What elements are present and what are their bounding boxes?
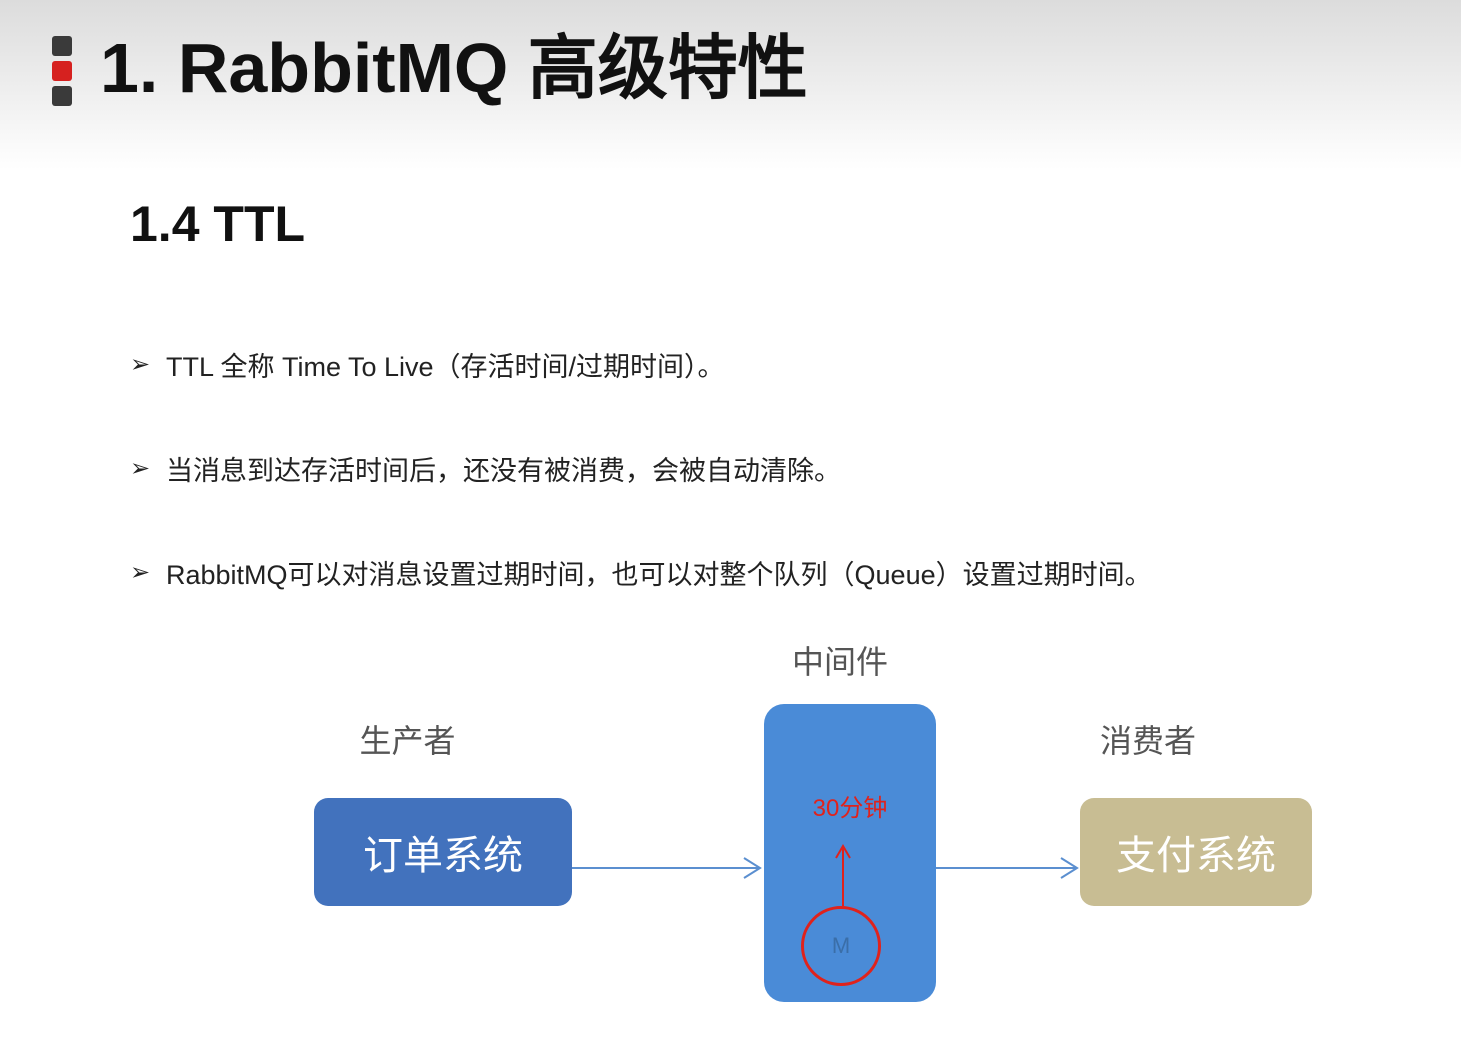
section-title: 1.4 TTL <box>130 196 306 252</box>
message-label: M <box>831 933 851 958</box>
bullet-arrow-icon: ➢ <box>130 558 151 586</box>
consumer-label: 消费者 <box>1099 723 1196 759</box>
middleware-label: 中间件 <box>791 644 888 680</box>
order-system-box: 订单系统 <box>314 798 572 906</box>
message-circle: M <box>801 906 881 986</box>
bullet-text: 当消息到达存活时间后，还没有被消费，会被自动清除。 <box>166 455 841 486</box>
marker-segment-middle <box>52 61 72 81</box>
ttl-label: 30分钟 <box>812 795 888 822</box>
marker-segment-top <box>52 36 72 56</box>
bullet-item: ➢ 当消息到达存活时间后，还没有被消费，会被自动清除。 <box>130 448 841 488</box>
payment-system-box: 支付系统 <box>1080 798 1312 906</box>
bullet-text: RabbitMQ可以对消息设置过期时间，也可以对整个队列（Queue）设置过期时… <box>166 559 1152 590</box>
producer-label: 生产者 <box>359 723 456 759</box>
bullet-arrow-icon: ➢ <box>130 454 151 482</box>
header-band <box>0 0 1461 170</box>
bullet-arrow-icon: ➢ <box>130 350 151 378</box>
header-marker-icon <box>52 36 72 106</box>
middleware-to-payment-arrowhead <box>1060 857 1079 879</box>
bullet-item: ➢ TTL 全称 Time To Live（存活时间/过期时间）。 <box>130 344 725 384</box>
bullet-item: ➢ RabbitMQ可以对消息设置过期时间，也可以对整个队列（Queue）设置过… <box>130 552 1152 592</box>
marker-segment-bottom <box>52 86 72 106</box>
page-title: 1. RabbitMQ 高级特性 <box>100 29 808 107</box>
order-to-middleware-arrowhead <box>743 857 762 879</box>
bullet-text: TTL 全称 Time To Live（存活时间/过期时间）。 <box>166 351 725 382</box>
